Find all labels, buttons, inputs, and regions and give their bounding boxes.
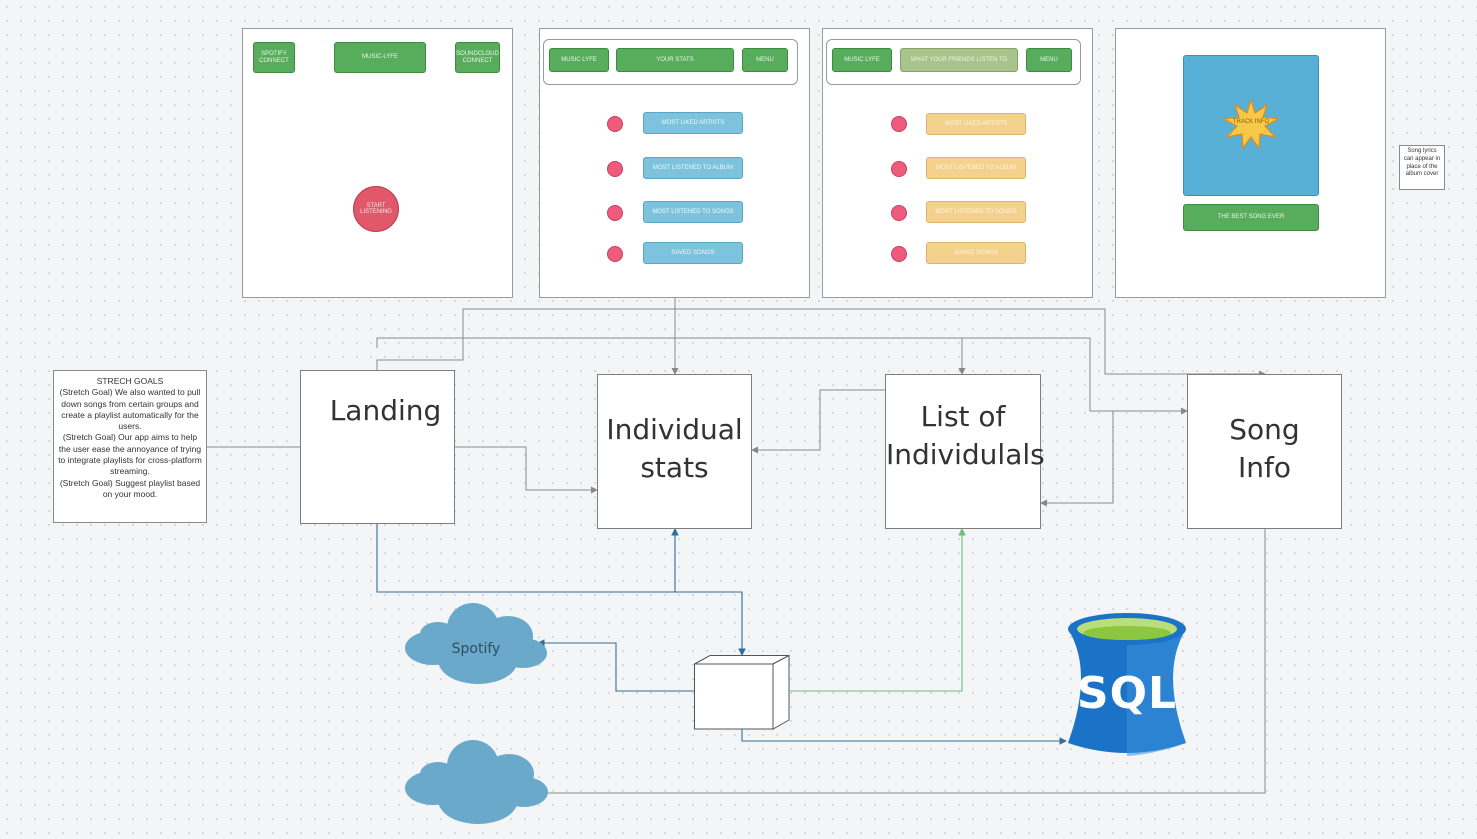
item-most-listened-album[interactable]: MOST LISTENED TO ALBUM: [926, 157, 1026, 179]
item-saved-songs[interactable]: SAVED SONGS: [926, 242, 1026, 264]
node-list-of-individuals-label: List of Individulals: [886, 400, 1045, 471]
item-most-listened-songs[interactable]: MOST LISTENED TO SONGS: [926, 201, 1026, 223]
spotify-cloud-icon: [405, 603, 547, 684]
node-song-info[interactable]: Song Info: [1187, 374, 1342, 529]
stretch-goals-note: STRECH GOALS (Stretch Goal) We also want…: [53, 370, 207, 523]
item-most-listened-songs[interactable]: MOST LISTENED TO SONGS: [643, 201, 743, 223]
item-most-liked-artists[interactable]: MOST LIKED ARTISTS: [643, 112, 743, 134]
node-list-of-individuals[interactable]: List of Individulals: [885, 374, 1045, 529]
node-landing[interactable]: Landing: [300, 370, 455, 524]
item-most-listened-album[interactable]: MOST LISTENED TO ALBUM: [643, 157, 743, 179]
item-saved-songs[interactable]: SAVED SONGS: [643, 242, 743, 264]
nav-your-stats[interactable]: YOUR STATS: [616, 48, 734, 72]
nav-music-lyfe[interactable]: MUSIC LYFE: [832, 48, 892, 72]
soundcloud-connect-button[interactable]: SOUNDCLOUD CONNECT: [455, 42, 500, 73]
stretch-goal-line: (Stretch Goal) We also wanted to pull do…: [59, 387, 201, 432]
sql-database-icon: [1068, 613, 1186, 756]
nav-music-lyfe[interactable]: MUSIC LYFE: [549, 48, 609, 72]
wireframe-landing: SPOTIFY CONNECT MUSIC-LYFE SOUNDCLOUD CO…: [242, 28, 513, 298]
bullet-dot: [891, 246, 907, 262]
starburst-icon: [1223, 99, 1279, 149]
bullet-dot: [607, 205, 623, 221]
nav-friends-listen[interactable]: WHAT YOUR FRIENDS LISTEN TO: [900, 48, 1018, 72]
bullet-dot: [607, 161, 623, 177]
bullet-dot: [891, 161, 907, 177]
wireframe-your-stats: MUSIC LYFE YOUR STATS MENU MOST LIKED AR…: [539, 28, 810, 298]
node-individual-stats-label: Individual stats: [606, 413, 743, 484]
stretch-goals-heading: STRECH GOALS: [96, 376, 164, 386]
stretch-goal-line: (Stretch Goal) Suggest playlist based on…: [59, 477, 201, 499]
stretch-goal-line: (Stretch Goal) Our app aims to help the …: [58, 432, 202, 477]
song-title-button[interactable]: THE BEST SONG EVER: [1183, 204, 1319, 231]
node-song-info-label: Song Info: [1229, 413, 1300, 484]
server-box-icon: [694, 654, 790, 730]
app-title-button[interactable]: MUSIC-LYFE: [334, 42, 426, 73]
cloud-icon: [405, 740, 548, 824]
start-listening-button[interactable]: START LISTENING: [353, 186, 399, 232]
item-most-liked-artists[interactable]: MOST LIKED ARTISTS: [926, 113, 1026, 135]
track-info-label: TRACK INFO: [1232, 119, 1270, 125]
bullet-dot: [891, 205, 907, 221]
bullet-dot: [607, 116, 623, 132]
spotify-cloud-label: Spotify: [451, 641, 501, 657]
node-individual-stats[interactable]: Individual stats: [597, 374, 752, 529]
bullet-dot: [607, 246, 623, 262]
bullet-dot: [891, 116, 907, 132]
node-landing-label: Landing: [329, 394, 442, 427]
wireframe-friends: MUSIC LYFE WHAT YOUR FRIENDS LISTEN TO M…: [822, 28, 1093, 298]
lyrics-note: Song lyrics can appear in place of the a…: [1399, 145, 1445, 190]
nav-menu[interactable]: MENU: [742, 48, 788, 72]
wireframe-track-info: TRACK INFO THE BEST SONG EVER: [1115, 28, 1386, 298]
sql-label: SQL: [1076, 668, 1178, 719]
spotify-connect-button[interactable]: SPOTIFY CONNECT: [253, 42, 295, 73]
nav-menu[interactable]: MENU: [1026, 48, 1072, 72]
